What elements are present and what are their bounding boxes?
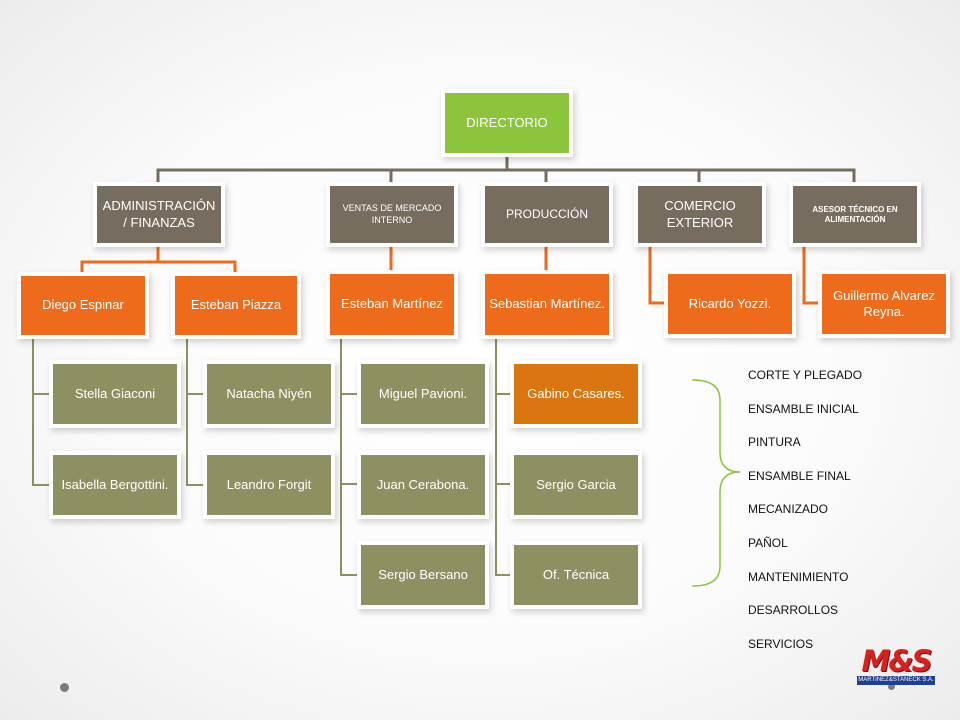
node-natacha-niyen: Natacha Niyén — [207, 364, 331, 424]
node-sergio-bersano: Sergio Bersano — [361, 545, 485, 605]
area-mantenimiento: MANTENIMIENTO — [748, 570, 849, 584]
node-guillermo-alvarez-reyna: Guillermo Alvarez Reyna. — [822, 274, 946, 334]
area-mecanizado: MECANIZADO — [748, 502, 829, 516]
node-sebastian-martinez: Sebastian Martínez. — [485, 274, 609, 335]
area-pintura: PINTURA — [748, 435, 801, 449]
area-servicios: SERVICIOS — [748, 637, 814, 651]
node-esteban-martinez: Esteban Martínez — [330, 274, 454, 335]
staff-connectors — [32, 334, 515, 576]
area-corte-plegado: CORTE Y PLEGADO — [748, 368, 863, 382]
decorative-dot-left — [60, 683, 69, 692]
node-stella-giaconi: Stella Giaconi — [53, 364, 177, 424]
node-produccion: PRODUCCIÓN — [485, 186, 609, 243]
node-ricardo-yozzi: Ricardo Yozzi. — [668, 274, 792, 334]
logo-mark: M&S — [861, 644, 932, 678]
node-esteban-piazza: Esteban Piazza — [175, 276, 297, 335]
logo-company-name: MARTINEZ&STANECK S.A. — [857, 676, 935, 685]
area-ensamble-inicial: ENSAMBLE INICIAL — [748, 402, 859, 416]
node-of-tecnica: Of. Técnica — [514, 545, 638, 605]
node-diego-espinar: Diego Espinar — [21, 276, 145, 335]
node-asesor-tecnico: ASESOR TÉCNICO EN ALIMENTACIÓN — [793, 186, 917, 243]
node-gabino-casares: Gabino Casares. — [514, 364, 638, 424]
department-connectors — [80, 241, 824, 305]
decorative-dot-right — [888, 683, 895, 690]
root-connectors — [156, 151, 856, 188]
production-areas-bracket — [692, 379, 741, 587]
node-administracion-finanzas: ADMINISTRACIÓN / FINANZAS — [97, 186, 221, 243]
node-sergio-garcia: Sergio Garcia — [514, 455, 638, 515]
node-leandro-forgit: Leandro Forgit — [207, 455, 331, 515]
area-ensamble-final: ENSAMBLE FINAL — [748, 469, 851, 483]
area-panol: PAÑOL — [748, 536, 788, 550]
node-ventas-mercado-interno: VENTAS DE MERCADO INTERNO — [330, 186, 454, 243]
node-miguel-pavioni: Miguel Pavioni. — [361, 364, 485, 424]
node-comercio-exterior: COMERCIO EXTERIOR — [638, 186, 762, 243]
node-isabella-bergottini: Isabella Bergottini. — [53, 455, 177, 515]
company-logo: M&S MARTINEZ&STANECK S.A. — [857, 646, 935, 686]
area-desarrollos: DESARROLLOS — [748, 603, 839, 617]
node-juan-cerabona: Juan Cerabona. — [361, 455, 485, 515]
node-directorio: DIRECTORIO — [445, 93, 569, 153]
